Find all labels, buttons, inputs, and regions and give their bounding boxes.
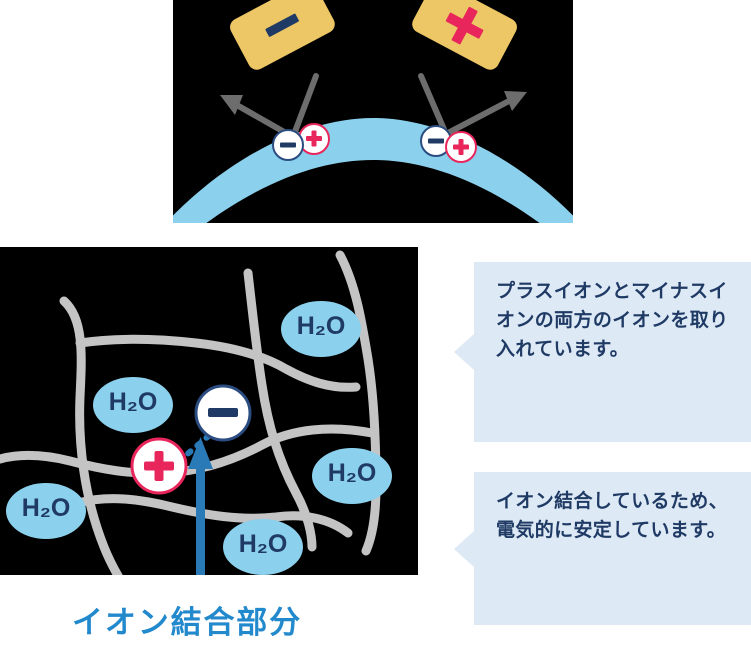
callout-ionic-bond: イオン結合しているため、電気的に安定しています。 [454, 472, 751, 625]
callout-tail-icon [454, 334, 474, 370]
ion-pair-right [420, 125, 477, 163]
ion-pair-left [272, 123, 330, 161]
ionic-bond-caption: イオン結合部分 [72, 605, 303, 640]
minus-sign-icon [265, 13, 299, 37]
arrow-right-outward [443, 97, 514, 137]
water-ellipse [93, 377, 173, 433]
arrow-right-outward-head [504, 91, 527, 111]
plus-card [412, 0, 517, 70]
ionic-bond-pointer-arrow [188, 437, 213, 575]
callout-both-ions: プラスイオンとマイナスイオンの両方のイオンを取り入れています。 [454, 262, 751, 442]
arrow-right-inward [418, 73, 449, 137]
arrow-left-inward [290, 73, 319, 140]
bottom-panel-polymer-mesh: H₂O H₂O H₂O H₂O H₂O [0, 247, 418, 575]
callout-text: プラスイオンとマイナスイオンの両方のイオンを取り入れています。 [496, 281, 729, 360]
arrow-left-outward-head [220, 95, 243, 115]
plus-ion [130, 437, 188, 495]
water-ellipse [281, 301, 361, 357]
water-ellipse [223, 519, 303, 575]
water-ellipse [6, 483, 86, 539]
bottom-panel-graphic [0, 250, 392, 575]
callout-text: イオン結合しているため、電気的に安定しています。 [496, 491, 728, 541]
water-ellipse [312, 448, 392, 504]
polymer-mesh [0, 250, 381, 575]
minus-card [230, 0, 335, 70]
minus-ion [194, 384, 252, 442]
top-panel-surface-ions [173, 0, 573, 223]
plus-sign-icon [445, 6, 484, 45]
top-panel-graphic [173, 0, 573, 223]
callout-tail-icon [454, 530, 474, 567]
